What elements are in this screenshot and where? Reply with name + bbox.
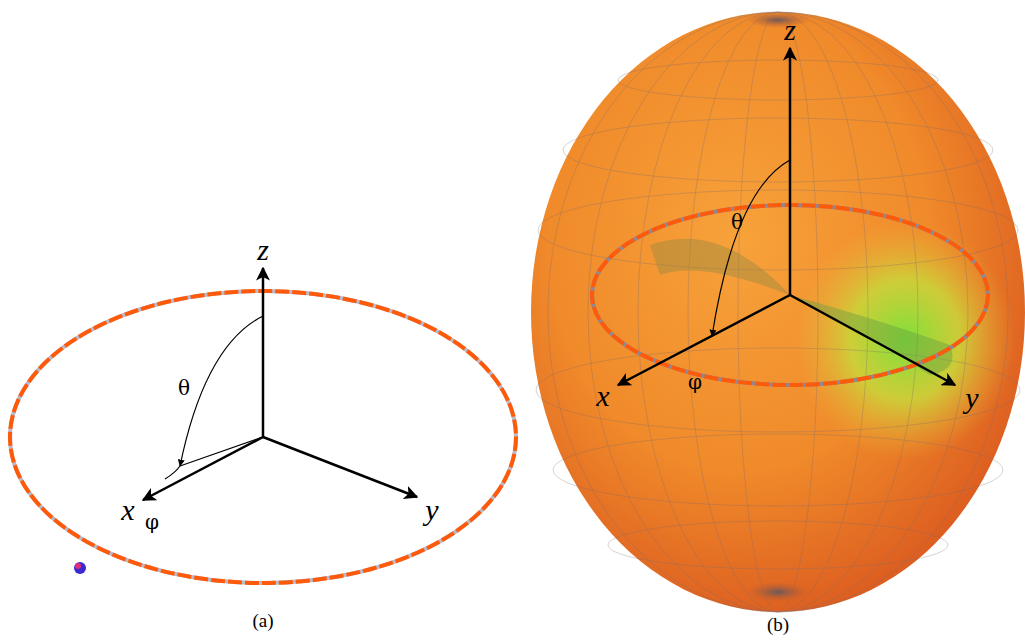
axis-label: y <box>965 383 978 413</box>
axis-label: y <box>425 495 438 525</box>
axis-label: z <box>784 15 796 45</box>
angle-label: θ <box>178 378 190 398</box>
panel-caption: (a) <box>252 611 273 630</box>
axis-label: x <box>596 381 609 411</box>
axis-label: x <box>121 495 134 525</box>
angle-label: φ <box>145 512 159 532</box>
angle-label: φ <box>688 372 702 392</box>
axis-label: z <box>257 235 269 265</box>
panel-b <box>531 12 1025 612</box>
panel-a <box>10 268 516 583</box>
panel-caption: (b) <box>767 615 789 634</box>
angle-label: θ <box>731 212 743 232</box>
